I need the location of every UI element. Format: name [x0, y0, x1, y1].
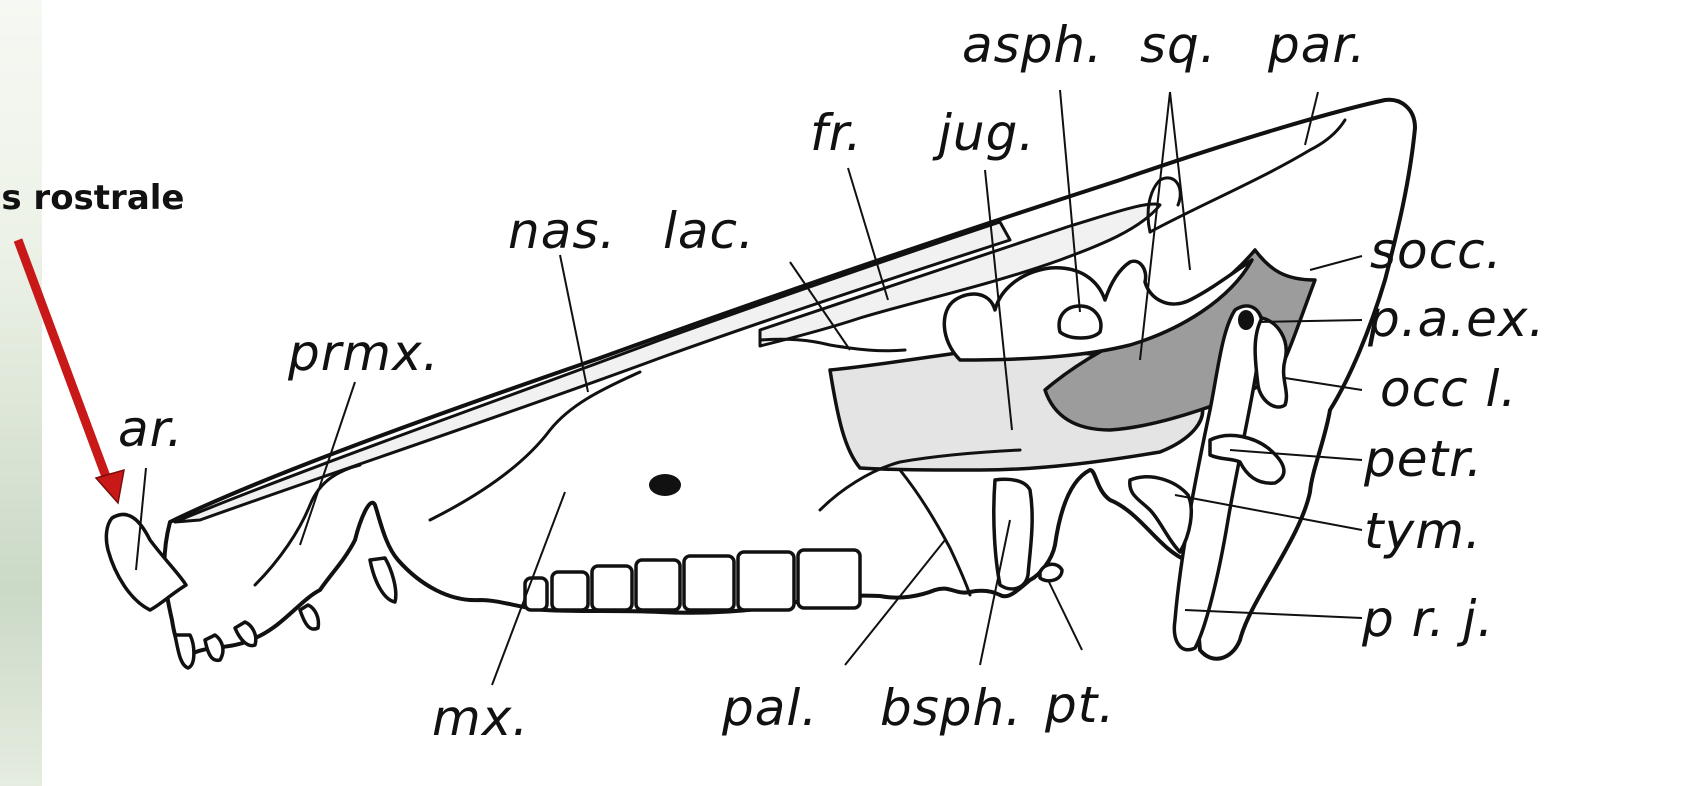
occipital-condyle	[1255, 318, 1286, 407]
external-auditory-opening	[1238, 310, 1254, 330]
label-lac: lac.	[663, 202, 755, 260]
label-socc: socc.	[1370, 222, 1503, 280]
label-bsph: bsph.	[880, 679, 1022, 737]
label-occl: occ l.	[1380, 360, 1517, 418]
label-tym: tym.	[1364, 502, 1482, 560]
red-arrow-shaft	[18, 240, 108, 482]
label-ar: ar.	[118, 400, 184, 458]
tooth	[592, 566, 632, 610]
label-prmx: prmx.	[287, 324, 439, 382]
label-petr: petr.	[1363, 430, 1483, 488]
label-par: par.	[1267, 16, 1366, 74]
label-asph: asph.	[962, 16, 1103, 74]
tooth	[525, 578, 547, 610]
label-sq: sq.	[1140, 16, 1217, 74]
label-prj: p r. j.	[1361, 590, 1494, 648]
label-fr: fr.	[810, 104, 862, 162]
infraorbital-foramen	[649, 474, 681, 496]
label-pt: pt.	[1044, 676, 1115, 734]
leader-pt	[1048, 580, 1082, 650]
tooth	[636, 560, 680, 610]
tooth	[738, 552, 794, 610]
canine	[370, 558, 396, 602]
premolar-spike	[300, 605, 318, 629]
label-mx: mx.	[432, 689, 529, 747]
skull-drawing	[106, 100, 1415, 668]
tooth	[552, 572, 588, 610]
label-jug: jug.	[932, 104, 1035, 162]
tooth	[684, 556, 734, 610]
incisor-2	[205, 635, 223, 660]
red-arrow-head	[96, 470, 124, 503]
incisor-1	[175, 635, 194, 668]
label-paex: p.a.ex.	[1367, 290, 1545, 348]
label-pal: pal.	[721, 679, 818, 737]
tooth	[798, 550, 860, 608]
label-nas: nas.	[508, 202, 616, 260]
pterygoid	[1040, 564, 1062, 581]
red-arrow	[18, 240, 124, 503]
